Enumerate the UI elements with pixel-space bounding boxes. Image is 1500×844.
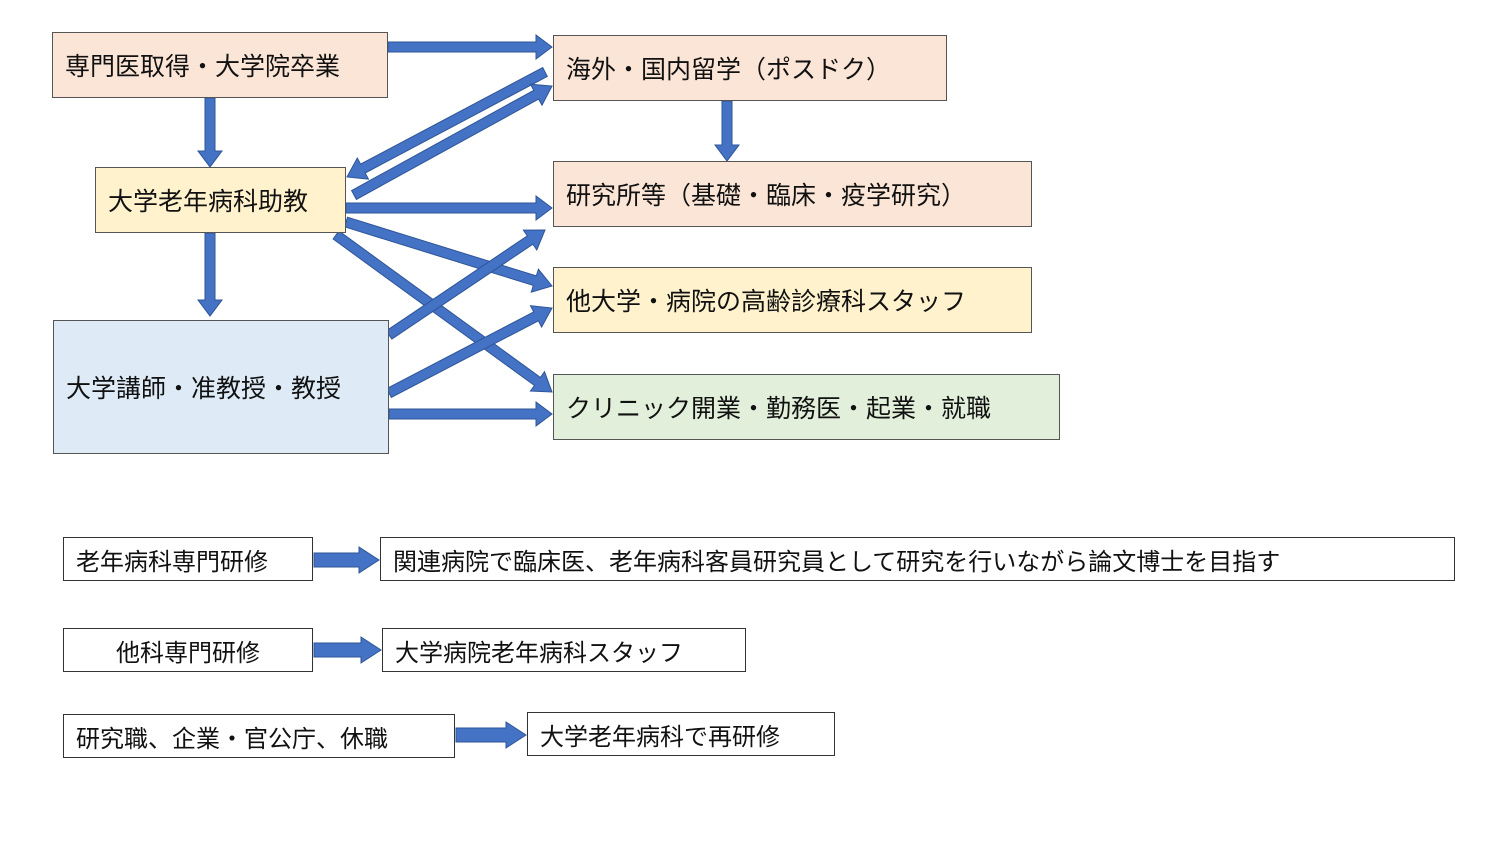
arrow-assistant-to-overseas — [350, 83, 553, 201]
path-2-from-box: 他科専門研修 — [63, 628, 313, 672]
arrow-specialist-to-overseas — [387, 34, 553, 60]
path-1-from-label: 老年病科専門研修 — [76, 547, 268, 576]
path-3-to-label: 大学老年病科で再研修 — [540, 722, 780, 751]
path-3-from-label: 研究職、企業・官公庁、休職 — [76, 724, 388, 753]
path-2-to-box: 大学病院老年病科スタッフ — [382, 628, 746, 672]
other-univ-staff-box: 他大学・病院の高齢診療科スタッフ — [553, 267, 1032, 333]
arrow-path-3 — [455, 721, 527, 749]
lecturer-professor-label: 大学講師・准教授・教授 — [66, 374, 342, 403]
arrow-lecturer-to-clinic — [388, 401, 553, 427]
arrow-assistant-to-research — [345, 195, 553, 221]
arrow-overseas-to-assistant — [346, 66, 548, 180]
overseas-study-label: 海外・国内留学（ポスドク） — [566, 55, 892, 84]
arrow-assistant-to-lecturer — [197, 232, 223, 317]
path-3-to-box: 大学老年病科で再研修 — [527, 712, 835, 756]
arrow-path-2 — [313, 636, 382, 664]
overseas-study-box: 海外・国内留学（ポスドク） — [553, 35, 947, 101]
research-institute-box: 研究所等（基礎・臨床・疫学研究） — [553, 161, 1032, 227]
specialist-degree-label: 専門医取得・大学院卒業 — [65, 52, 341, 81]
arrow-lecturer-to-research — [385, 229, 546, 340]
arrow-path-1 — [313, 546, 380, 574]
arrow-lecturer-to-staff — [386, 305, 553, 399]
assistant-professor-label: 大学老年病科助教 — [108, 187, 309, 216]
path-2-to-label: 大学病院老年病科スタッフ — [395, 638, 683, 667]
path-1-from-box: 老年病科専門研修 — [63, 537, 313, 581]
arrow-assistant-to-clinic — [332, 230, 553, 393]
other-univ-staff-label: 他大学・病院の高齢診療科スタッフ — [566, 287, 967, 316]
specialist-degree-box: 専門医取得・大学院卒業 — [52, 32, 388, 98]
path-3-from-box: 研究職、企業・官公庁、休職 — [63, 714, 455, 758]
arrow-overseas-to-research — [714, 100, 740, 162]
lecturer-professor-box: 大学講師・准教授・教授 — [53, 320, 389, 454]
path-2-from-label: 他科専門研修 — [116, 638, 260, 667]
research-institute-label: 研究所等（基礎・臨床・疫学研究） — [566, 181, 967, 210]
path-1-to-box: 関連病院で臨床医、老年病科客員研究員として研究を行いながら論文博士を目指す — [380, 537, 1455, 581]
clinic-career-box: クリニック開業・勤務医・起業・就職 — [553, 374, 1060, 440]
clinic-career-label: クリニック開業・勤務医・起業・就職 — [566, 394, 992, 423]
arrow-assistant-to-staff — [343, 216, 553, 293]
arrow-specialist-to-assistant — [197, 97, 223, 168]
assistant-professor-box: 大学老年病科助教 — [95, 167, 346, 233]
path-1-to-label: 関連病院で臨床医、老年病科客員研究員として研究を行いながら論文博士を目指す — [393, 547, 1281, 576]
